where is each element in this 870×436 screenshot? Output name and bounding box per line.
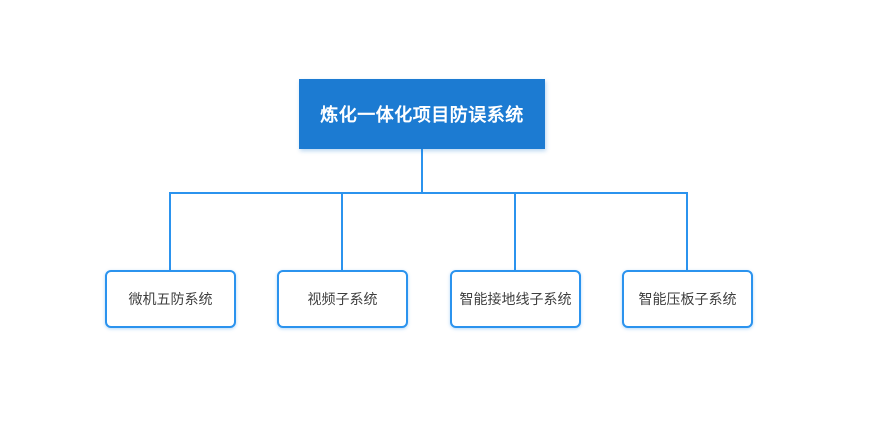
- root-node[interactable]: 炼化一体化项目防误系统: [299, 79, 545, 149]
- child-node-2[interactable]: 视频子系统: [277, 270, 408, 328]
- child-node-3-label: 智能接地线子系统: [459, 291, 572, 307]
- child-node-3[interactable]: 智能接地线子系统: [450, 270, 581, 328]
- child-node-4[interactable]: 智能压板子系统: [622, 270, 753, 328]
- connector-drop-2: [341, 192, 343, 270]
- connector-drop-3: [514, 192, 516, 270]
- child-node-2-label: 视频子系统: [307, 291, 378, 307]
- connector-drop-4: [686, 192, 688, 270]
- root-node-label: 炼化一体化项目防误系统: [320, 105, 524, 125]
- child-node-1-label: 微机五防系统: [128, 291, 213, 307]
- child-node-4-label: 智能压板子系统: [638, 291, 737, 307]
- connector-drop-1: [169, 192, 171, 270]
- connector-root-vertical: [421, 149, 423, 193]
- connector-horizontal-bus: [169, 192, 688, 194]
- child-node-1[interactable]: 微机五防系统: [105, 270, 236, 328]
